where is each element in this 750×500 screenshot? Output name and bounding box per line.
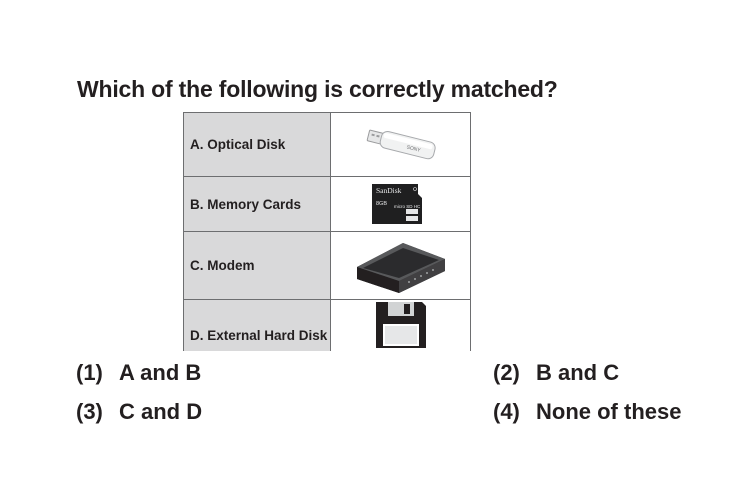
- row-label: B. Memory Cards: [183, 176, 331, 232]
- option-number: (4): [493, 399, 520, 424]
- usb-flash-drive-icon: SONY: [366, 129, 436, 159]
- table-row: C. Modem: [183, 231, 471, 300]
- option-3[interactable]: (3) C and D: [76, 399, 202, 425]
- option-text: C and D: [119, 399, 203, 424]
- table-row: A. Optical Disk SONY: [183, 112, 471, 177]
- modem-icon: [356, 242, 445, 293]
- option-2[interactable]: (2) B and C: [493, 360, 619, 386]
- modem-cell: [330, 231, 471, 300]
- option-text: None of these: [536, 399, 682, 424]
- option-text: A and B: [119, 360, 202, 385]
- row-label: C. Modem: [183, 231, 331, 300]
- table-row: B. Memory Cards SanDisk 8GB micro SD HC: [183, 176, 471, 232]
- question-text: Which of the following is correctly matc…: [77, 76, 558, 102]
- svg-text:SONY: SONY: [405, 144, 421, 153]
- microsd-card-cell: SanDisk 8GB micro SD HC: [330, 176, 471, 232]
- microsd-card-icon: SanDisk 8GB micro SD HC: [371, 184, 422, 224]
- option-number: (1): [76, 360, 103, 385]
- match-table: A. Optical Disk SONY B. Memory Cards San…: [183, 112, 471, 351]
- svg-text:micro SD HC: micro SD HC: [394, 204, 421, 209]
- option-text: B and C: [536, 360, 620, 385]
- option-4[interactable]: (4) None of these: [493, 399, 681, 425]
- svg-text:SanDisk: SanDisk: [376, 186, 402, 195]
- svg-text:8GB: 8GB: [376, 201, 387, 207]
- row-label: A. Optical Disk: [183, 112, 331, 177]
- option-number: (2): [493, 360, 520, 385]
- row-label: D. External Hard Disk: [183, 299, 331, 351]
- option-1[interactable]: (1) A and B: [76, 360, 201, 386]
- floppy-disk-icon: [375, 302, 426, 349]
- option-number: (3): [76, 399, 103, 424]
- table-row: D. External Hard Disk: [183, 299, 471, 351]
- floppy-disk-cell: [330, 299, 471, 351]
- usb-flash-drive-cell: SONY: [330, 112, 471, 177]
